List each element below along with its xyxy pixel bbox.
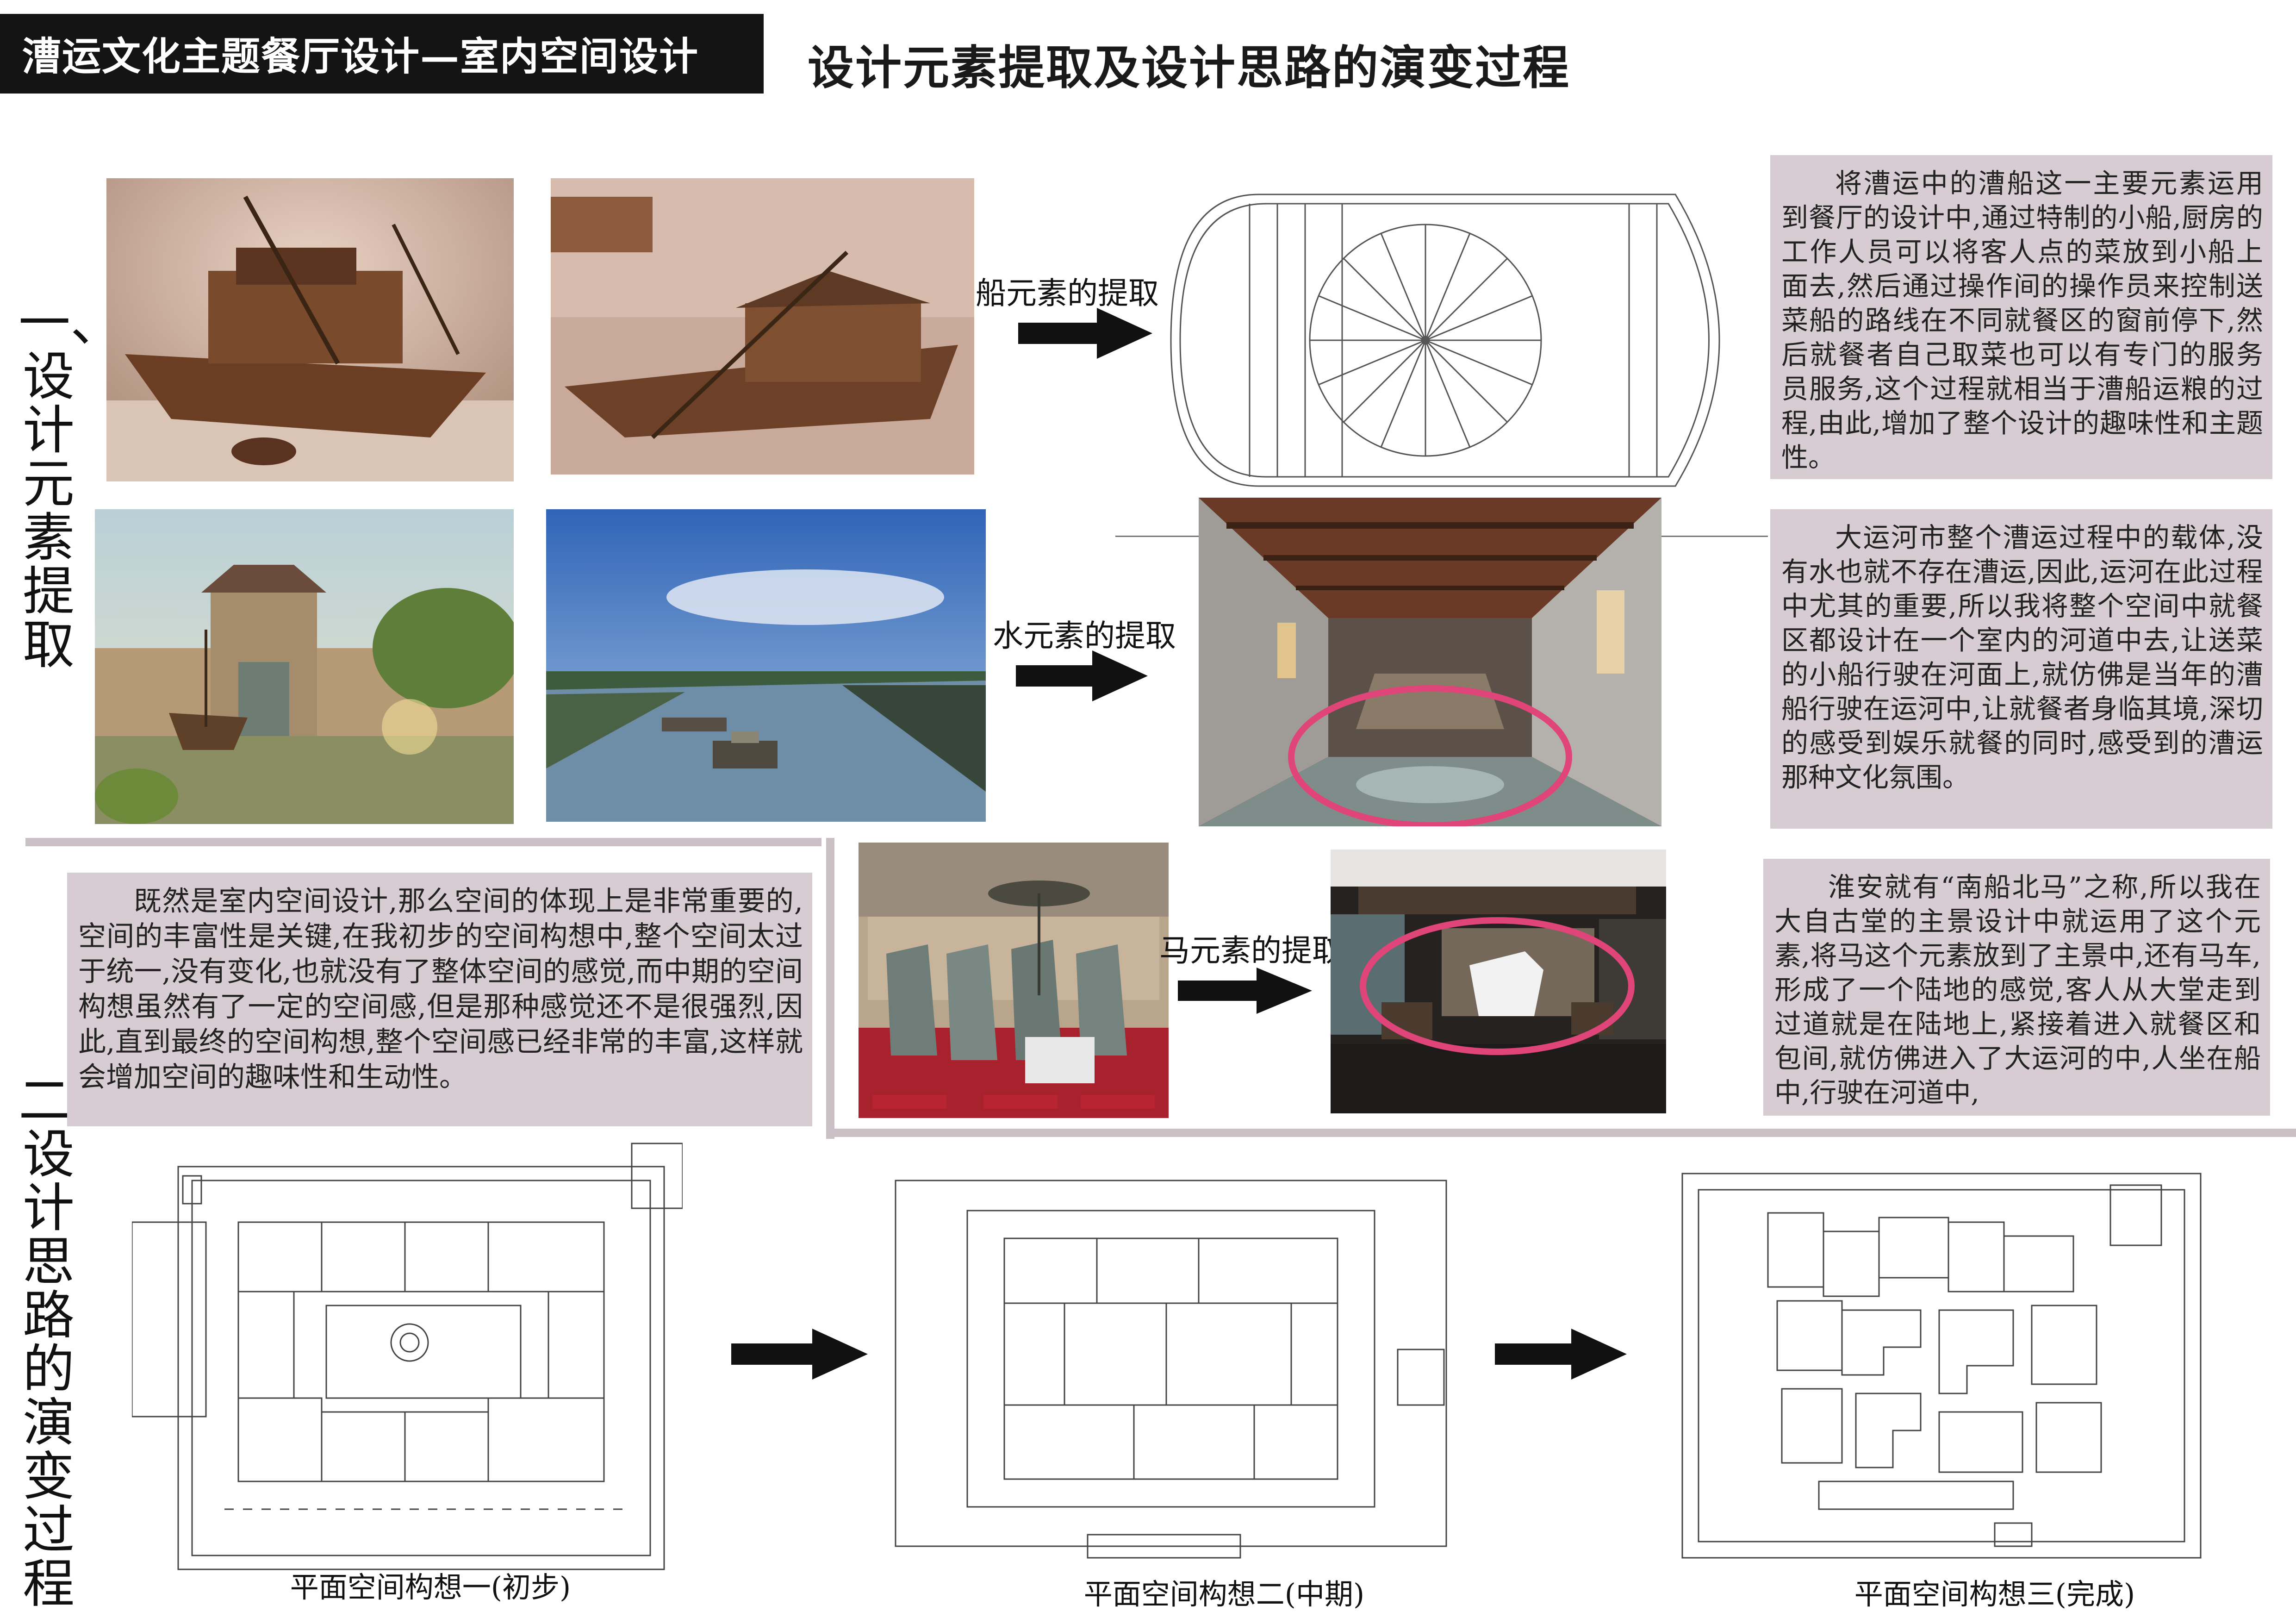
boat-model-photo-1 [106, 178, 514, 481]
lobby-horse-render [1331, 849, 1666, 1113]
boat-model-photo-2 [551, 178, 974, 475]
section-divider [826, 838, 834, 1139]
plan-caption-preliminary: 平面空间构想一(初步) [290, 1570, 571, 1604]
horse-extraction-label: 马元素的提取 [1159, 933, 1343, 968]
section-label-extraction: 一、设计元素提取 [19, 293, 122, 675]
plan-caption-final: 平面空间构想三(完成) [1854, 1577, 2135, 1611]
floor-plan-preliminary [131, 1139, 684, 1579]
page-title: 漕运文化主题餐厅设计—室内空间设计 [22, 33, 699, 79]
right-arrow-icon [1178, 968, 1312, 1014]
right-arrow-icon [1018, 308, 1152, 359]
section-divider [826, 1129, 2296, 1137]
evolution-description-text: 既然是室内空间设计,那么空间的体现上是非常重要的,空间的丰富性是关键,在我初步的… [78, 885, 803, 1093]
right-arrow-icon [731, 1329, 868, 1380]
floor-plan-final [1680, 1171, 2203, 1560]
section-divider [25, 838, 821, 846]
water-extraction-label: 水元素的提取 [993, 618, 1176, 654]
section-label-evolution: 二、设计思路的演变过程 [19, 1071, 122, 1614]
horse-description-text: 淮安就有“南船北马”之称,所以我在大自古堂的主景设计中就运用了这个元素,将马这个… [1774, 871, 2261, 1108]
page-subtitle: 设计元素提取及设计思路的演变过程 [808, 40, 1570, 95]
right-arrow-icon [1016, 650, 1148, 701]
water-description-text: 大运河市整个漕运过程中的载体,没有水也就不存在漕运,因此,运河在此过程中尤其的重… [1781, 522, 2263, 793]
water-description-panel: 大运河市整个漕运过程中的载体,没有水也就不存在漕运,因此,运河在此过程中尤其的重… [1770, 509, 2272, 829]
ship-description-panel: 将漕运中的漕船这一主要元素运用到餐厅的设计中,通过特制的小船,厨房的工作人员可以… [1770, 155, 2272, 479]
corridor-render [1199, 498, 1661, 826]
floor-plan-midterm [893, 1178, 1449, 1562]
grand-canal-photo [546, 509, 986, 822]
title-bar [0, 14, 764, 94]
evolution-description-panel: 既然是室内空间设计,那么空间的体现上是非常重要的,空间的丰富性是关键,在我初步的… [67, 873, 812, 1126]
horse-description-panel: 淮安就有“南船北马”之称,所以我在大自古堂的主景设计中就运用了这个元素,将马这个… [1763, 859, 2270, 1116]
canal-gate-painting [95, 509, 514, 824]
ship-description-text: 将漕运中的漕船这一主要元素运用到餐厅的设计中,通过特制的小船,厨房的工作人员可以… [1781, 168, 2263, 473]
bronze-horses-photo [859, 843, 1169, 1118]
ship-extraction-label: 船元素的提取 [976, 275, 1159, 311]
boat-plan-drawing [1166, 192, 1768, 488]
leader-line [1661, 536, 1768, 537]
leader-line [1115, 536, 1201, 537]
right-arrow-icon [1495, 1329, 1627, 1380]
plan-caption-midterm: 平面空间构想二(中期) [1083, 1577, 1365, 1611]
